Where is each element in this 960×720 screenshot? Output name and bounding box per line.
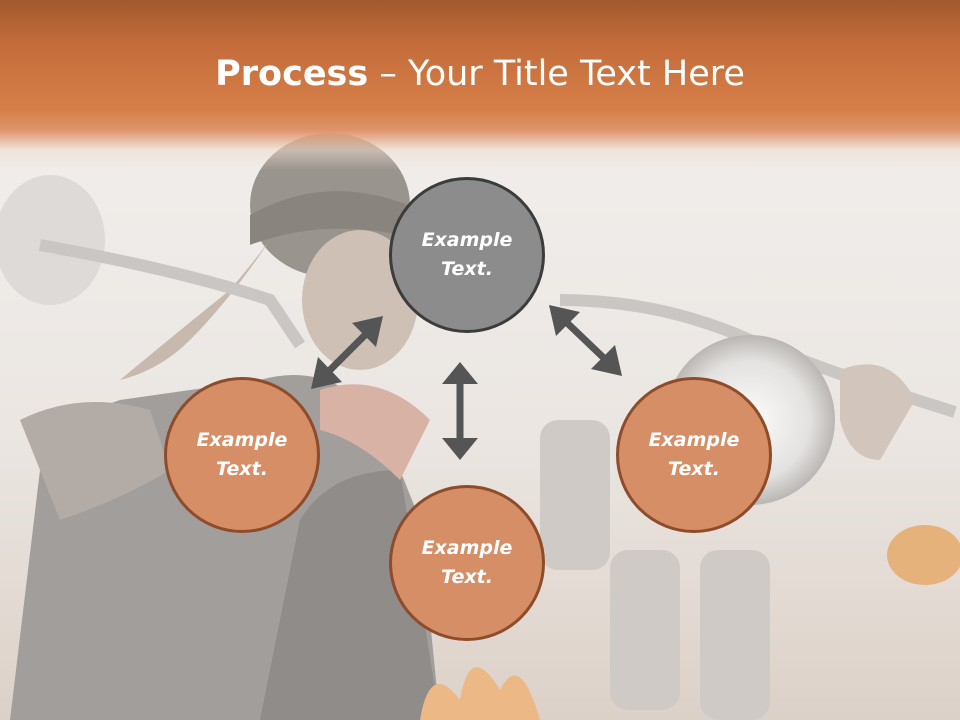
double-arrow-icon [442, 362, 478, 460]
node-line-1: Example [648, 429, 740, 451]
title-dash: – [368, 54, 408, 94]
title-rest: Your Title Text Here [407, 54, 745, 94]
double-arrow-icon [549, 305, 622, 376]
slide-title: Process – Your Title Text Here [0, 52, 960, 96]
node-line-1: Example [421, 537, 513, 559]
node-line-2: Text. [441, 566, 493, 588]
double-arrow-icon [311, 316, 383, 389]
node-line-1: Example [421, 229, 513, 251]
title-bold: Process [215, 54, 369, 94]
header-band [0, 0, 960, 170]
node-line-2: Text. [216, 458, 268, 480]
node-line-1: Example [196, 429, 288, 451]
node-line-2: Text. [441, 258, 493, 280]
node-line-2: Text. [668, 458, 720, 480]
